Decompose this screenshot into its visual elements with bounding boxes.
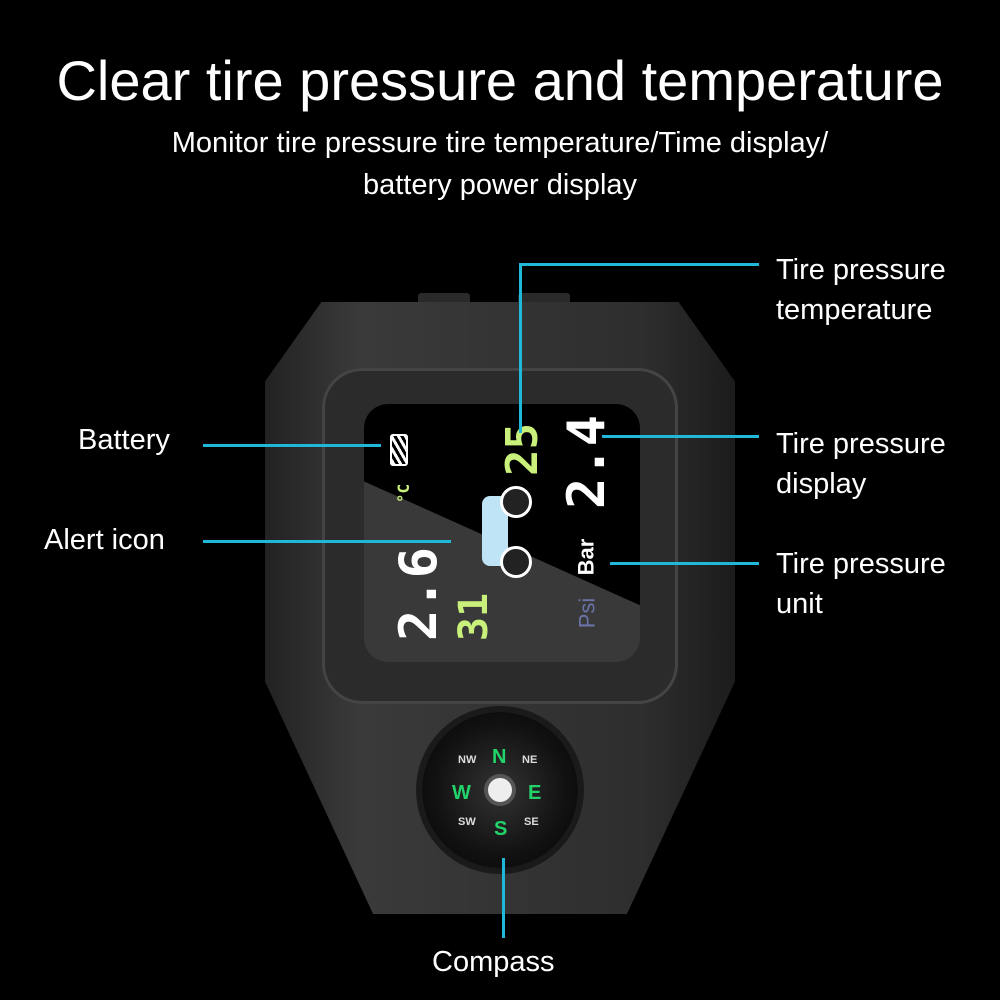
compass-se: SE bbox=[524, 816, 539, 828]
label-tire-pressure-unit: Tire pressure unit bbox=[776, 544, 946, 624]
label-line: temperature bbox=[776, 294, 933, 326]
compass-sw: SW bbox=[458, 816, 476, 828]
compass: N E S W NE NW SE SW bbox=[422, 712, 578, 868]
callout-line bbox=[519, 263, 522, 433]
compass-ne: NE bbox=[522, 754, 538, 766]
label-line: unit bbox=[776, 588, 823, 620]
label-tire-temperature: Tire pressure temperature bbox=[776, 250, 946, 330]
callout-line bbox=[502, 858, 505, 938]
lcd-screen: °C 25 2.4 2.6 31 Bar Psi bbox=[364, 404, 640, 662]
motorcycle-alert-icon bbox=[474, 486, 532, 578]
compass-w: W bbox=[452, 782, 471, 804]
compass-s: S bbox=[494, 818, 508, 840]
label-battery: Battery bbox=[78, 424, 170, 456]
subtitle-line: Monitor tire pressure tire temperature/T… bbox=[171, 127, 829, 159]
label-alert-icon: Alert icon bbox=[44, 524, 165, 556]
label-line: Tire pressure bbox=[776, 428, 946, 460]
subtitle-line: battery power display bbox=[362, 169, 638, 201]
compass-pivot bbox=[488, 778, 512, 802]
callout-line bbox=[203, 540, 451, 543]
compass-e: E bbox=[528, 782, 542, 804]
unit-bar: Bar bbox=[573, 538, 599, 576]
label-line: Tire pressure bbox=[776, 548, 946, 580]
rear-tire-pressure: 2.6 bbox=[388, 547, 449, 641]
label-line: display bbox=[776, 468, 867, 500]
front-tire-pressure: 2.4 bbox=[556, 415, 617, 509]
rear-tire-temperature: 31 bbox=[451, 592, 498, 642]
unit-psi: Psi bbox=[574, 597, 600, 629]
callout-line bbox=[519, 263, 759, 266]
label-tire-pressure-display: Tire pressure display bbox=[776, 424, 946, 504]
headline: Clear tire pressure and temperature bbox=[56, 49, 944, 112]
label-compass: Compass bbox=[432, 946, 555, 978]
callout-line bbox=[610, 562, 759, 565]
label-line: Tire pressure bbox=[776, 254, 946, 286]
subtitle: Monitor tire pressure tire temperature/T… bbox=[0, 122, 1000, 206]
callout-line bbox=[203, 444, 381, 447]
callout-line bbox=[602, 435, 759, 438]
compass-nw: NW bbox=[458, 754, 477, 766]
temp-unit: °C bbox=[394, 483, 414, 504]
front-tire-temperature: 25 bbox=[496, 423, 548, 476]
battery-icon bbox=[390, 434, 408, 466]
compass-n: N bbox=[492, 746, 507, 768]
